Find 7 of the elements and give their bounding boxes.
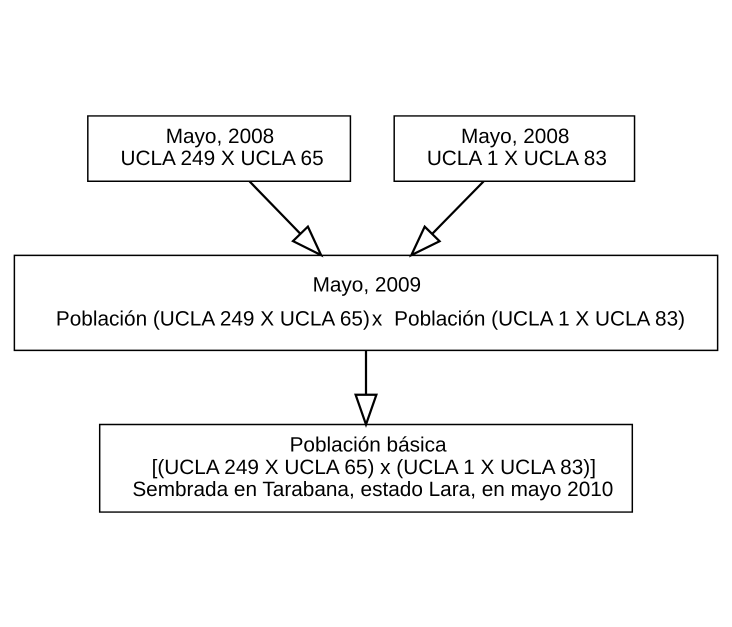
arrow <box>248 180 324 258</box>
node-box: Mayo, 2009 Población (UCLA 249 X UCLA 65)x Población (UCLA 1 X UCLA 83) <box>14 254 718 351</box>
node-box: Población básica [(UCLA 249 X UCLA 65) x (UCLA 1 X UCLA 83)] Sembrada en Tarabana, estado Lara, en mayo 2010 <box>98 423 634 512</box>
arrow <box>409 180 484 258</box>
node-box: Mayo, 2008 UCLA 249 X UCLA 65 <box>87 114 352 182</box>
arrow <box>354 350 378 428</box>
node-box: Mayo, 2008 UCLA 1 X UCLA 83 <box>393 114 636 182</box>
